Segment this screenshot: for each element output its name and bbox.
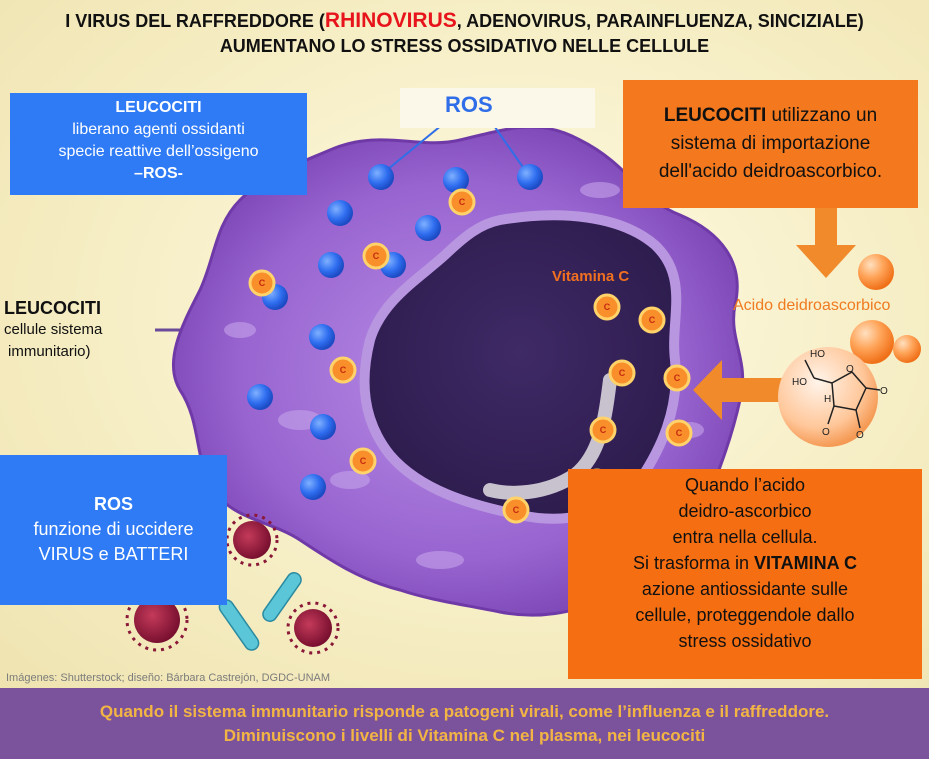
svg-text:H: H	[824, 394, 831, 405]
molecule-labels: HO HO H O O O O	[792, 349, 888, 441]
ros-particle	[368, 164, 394, 190]
dehydroascorbic-molecule	[804, 359, 881, 429]
vitamin-c-particle: C	[663, 364, 691, 392]
ros-particle	[318, 252, 344, 278]
svg-text:O: O	[822, 427, 830, 438]
svg-text:C: C	[373, 251, 380, 261]
svg-text:C: C	[340, 365, 347, 375]
virus-illustrations	[125, 513, 340, 655]
ros-particle	[517, 164, 543, 190]
bacterium-icon	[218, 599, 260, 651]
box-line: sistema di importazione	[670, 133, 871, 154]
title-line-2: AUMENTANO LO STRESS OSSIDATIVO NELLE CEL…	[219, 36, 710, 56]
svg-text:C: C	[674, 373, 681, 383]
side-label-line: cellule sistema	[4, 321, 103, 338]
virus-icon	[125, 588, 189, 652]
svg-text:C: C	[259, 278, 266, 288]
page-title: I VIRUS DEL RAFFREDDORE (RHINOVIRUS, ADE…	[0, 8, 929, 59]
ros-particle	[327, 200, 353, 226]
svg-text:C: C	[619, 368, 626, 378]
side-label-line: immunitario)	[8, 343, 91, 360]
rhinovirus-highlight: RHINOVIRUS	[324, 9, 457, 32]
vitamin-c-particle: C	[248, 269, 276, 297]
svg-text:C: C	[604, 302, 611, 312]
ros-function-box: ROS funzione di uccidere VIRUS e BATTERI	[0, 455, 227, 605]
box-line: funzione di uccidere	[33, 519, 194, 539]
box-line: VIRUS e BATTERI	[38, 544, 189, 564]
vitamin-c-transformation-box: Quando l’acido deidro-ascorbico entra ne…	[568, 469, 922, 679]
leucociti-side-label: LEUCOCITI cellule sistema immunitario)	[4, 297, 154, 363]
ros-particle	[300, 474, 326, 500]
leucociti-import-box: LEUCOCITI utilizzano un sistema di impor…	[623, 80, 918, 208]
ros-particle	[415, 215, 441, 241]
vitamin-c-particle: C	[349, 447, 377, 475]
box-heading: ROS	[93, 494, 133, 514]
virus-icon	[286, 601, 340, 655]
footer-line-2: Diminuiscono i livelli di Vitamina C nel…	[223, 726, 706, 745]
box-line: cellule, proteggendole dallo	[635, 605, 855, 625]
svg-text:C: C	[513, 505, 520, 515]
virus-icon	[225, 513, 279, 567]
vitamin-c-particle: C	[593, 293, 621, 321]
svg-text:C: C	[459, 197, 466, 207]
box-line: liberano agenti ossidanti	[72, 121, 245, 138]
ros-particle	[310, 414, 336, 440]
ros-particle	[443, 167, 469, 193]
vitamin-c-particle: C	[665, 419, 693, 447]
bacterium-icon	[262, 572, 302, 622]
ros-particle	[247, 384, 273, 410]
box-line: entra nella cellula.	[672, 527, 818, 547]
vitamin-c-particle: C	[589, 416, 617, 444]
box-line: specie reattive dell’ossigeno	[58, 143, 259, 160]
vitamin-c-particle: C	[448, 188, 476, 216]
svg-text:C: C	[649, 315, 656, 325]
box-heading: LEUCOCITI	[115, 99, 202, 116]
down-arrow	[796, 207, 856, 278]
svg-text:O: O	[846, 364, 854, 375]
side-label-heading: LEUCOCITI	[4, 298, 101, 318]
vitamin-c-particle: C	[608, 359, 636, 387]
vitamina-c-label: Vitamina C	[552, 268, 630, 285]
svg-text:C: C	[676, 428, 683, 438]
acido-deidroascorbico-label: Acido deidroascorbico	[733, 297, 891, 314]
ros-label: ROS	[445, 92, 493, 117]
svg-text:O: O	[880, 386, 888, 397]
bacteria-illustrations	[218, 572, 302, 651]
box-line: Quando l’acido	[684, 475, 806, 495]
ros-particles	[247, 164, 543, 500]
box-line: azione antiossidante sulle	[641, 579, 849, 599]
acid-bubbles	[778, 254, 921, 447]
box-line: deidro-ascorbico	[678, 501, 812, 521]
vitamin-c-particle: C	[329, 356, 357, 384]
ros-pointer-line-2	[489, 119, 528, 174]
svg-text:C: C	[600, 425, 607, 435]
vitamin-c-particle: C	[638, 306, 666, 334]
vitamin-c-particle: C	[502, 496, 530, 524]
box-line: dell'acido deidroascorbico.	[658, 161, 883, 182]
box-line: Si trasforma in VITAMINA C	[632, 553, 858, 573]
box-line: –ROS-	[134, 165, 183, 182]
svg-text:O: O	[856, 430, 864, 441]
svg-text:HO: HO	[810, 349, 825, 360]
footer-line-1: Quando il sistema immunitario risponde a…	[99, 702, 830, 721]
ros-pointer-line-1	[381, 119, 449, 175]
image-credit: Imágenes: Shutterstock; diseño: Bárbara …	[6, 672, 331, 684]
footer-banner: Quando il sistema immunitario risponde a…	[0, 688, 929, 759]
svg-text:C: C	[360, 456, 367, 466]
svg-text:HO: HO	[792, 377, 807, 388]
ros-label-background	[400, 88, 595, 128]
box-line: stress ossidativo	[678, 631, 812, 651]
box-line: LEUCOCITI utilizzano un	[663, 105, 878, 126]
vitamin-c-particle: C	[362, 242, 390, 270]
ros-particle	[309, 324, 335, 350]
leucociti-ros-box: LEUCOCITI liberano agenti ossidanti spec…	[10, 93, 307, 195]
title-line-1: I VIRUS DEL RAFFREDDORE (RHINOVIRUS, ADE…	[65, 9, 864, 32]
